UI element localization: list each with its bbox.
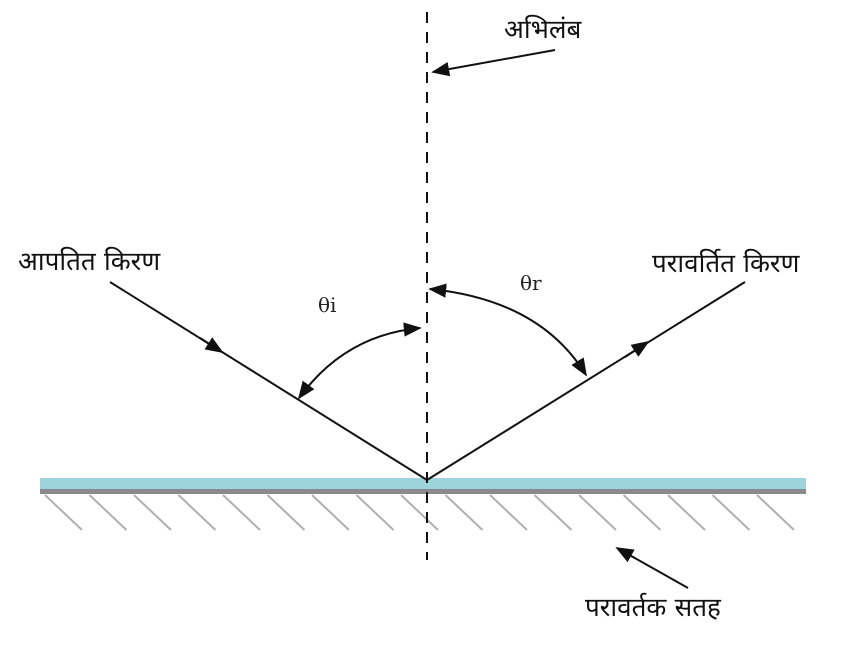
hatch-mark xyxy=(222,494,261,531)
hatch-mark xyxy=(578,494,617,531)
hatch-mark xyxy=(533,494,573,531)
angle-reflection-label: θr xyxy=(520,271,542,295)
hatch-mark xyxy=(622,494,662,531)
hatch-mark xyxy=(756,494,795,531)
hatch-mark xyxy=(711,494,751,531)
normal-pointer-arrow xyxy=(431,49,556,77)
hatch-mark xyxy=(133,494,172,531)
hatch-mark xyxy=(311,494,350,531)
surface-pointer-arrow xyxy=(615,547,689,589)
hatch-mark xyxy=(44,494,83,531)
hatch-mark xyxy=(88,494,128,531)
reflecting-surface-top xyxy=(40,478,806,489)
hatch-mark xyxy=(667,494,706,531)
incident-ray-label: आपतित किरण xyxy=(18,246,161,277)
reflected-ray-arrow xyxy=(624,341,650,358)
hatch-mark xyxy=(355,494,395,531)
angle-incidence-label: θi xyxy=(318,293,336,317)
hatch-mark xyxy=(444,494,484,531)
incident-ray-arrow xyxy=(199,337,224,353)
reflected-ray-label: परावर्तित किरण xyxy=(652,248,801,279)
angle-reflection-arc xyxy=(428,283,587,377)
reflecting-surface-base xyxy=(40,489,806,494)
hatch-mark xyxy=(400,494,439,531)
reflecting-surface-label: परावर्तक सतह xyxy=(585,592,722,623)
reflected-ray xyxy=(426,281,746,481)
angle-incidence-arc xyxy=(297,322,422,400)
hatch-mark xyxy=(177,494,217,531)
hatch-mark xyxy=(489,494,528,531)
hatch-mark xyxy=(266,494,306,531)
incident-ray xyxy=(109,281,428,481)
normal-label: अभिलंब xyxy=(504,14,583,45)
surface-hatching xyxy=(44,494,795,531)
